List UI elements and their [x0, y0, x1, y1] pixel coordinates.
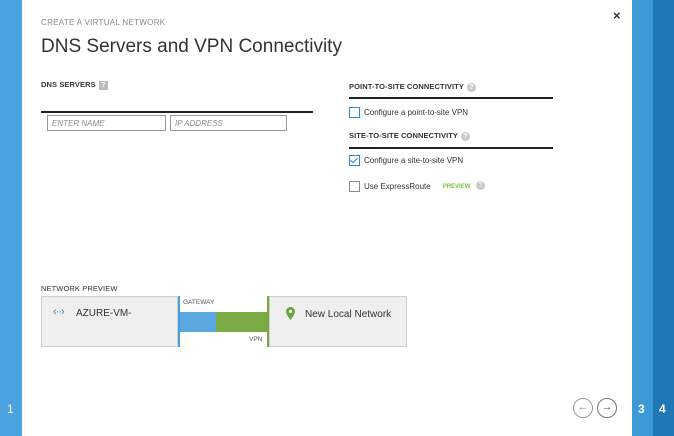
- wizard-left-rail: 1: [0, 0, 22, 436]
- dns-ip-input[interactable]: [170, 115, 287, 131]
- help-icon[interactable]: ?: [461, 131, 471, 141]
- s2s-option[interactable]: Configure a site-to-site VPN: [349, 155, 463, 166]
- dns-divider: [41, 111, 313, 113]
- wizard-step-3-rail[interactable]: 3: [632, 0, 653, 436]
- help-icon[interactable]: ?: [466, 82, 476, 92]
- expressroute-checkbox[interactable]: [349, 181, 360, 192]
- wizard-label: CREATE A VIRTUAL NETWORK: [41, 18, 166, 27]
- help-icon[interactable]: ?: [476, 181, 485, 190]
- p2s-divider: [349, 97, 553, 99]
- network-preview-heading: NETWORK PREVIEW: [41, 284, 118, 293]
- dns-servers-heading: DNS SERVERS?: [41, 80, 108, 90]
- preview-badge: PREVIEW: [442, 183, 471, 190]
- help-icon[interactable]: ?: [98, 80, 108, 90]
- vnet-preview-box: ‹··› AZURE-VM-: [41, 296, 178, 347]
- s2s-heading-label: SITE-TO-SITE CONNECTIVITY: [349, 131, 459, 140]
- p2s-heading-label: POINT-TO-SITE CONNECTIVITY: [349, 82, 464, 91]
- dns-servers-label: DNS SERVERS: [41, 80, 96, 89]
- next-arrow-icon[interactable]: →: [597, 398, 617, 418]
- gateway-bars: [180, 312, 267, 332]
- close-icon[interactable]: ×: [613, 8, 621, 23]
- vpn-label: VPN: [249, 336, 263, 343]
- vnet-name: AZURE-VM-: [76, 308, 132, 319]
- s2s-divider: [349, 147, 553, 149]
- local-network-name: New Local Network: [305, 309, 392, 320]
- location-pin-icon: [286, 307, 295, 320]
- back-arrow-icon[interactable]: ←: [573, 398, 593, 418]
- virtual-network-icon: ‹··›: [53, 306, 65, 318]
- dns-name-input[interactable]: [47, 115, 166, 131]
- step-4-indicator[interactable]: 4: [659, 402, 666, 416]
- s2s-heading: SITE-TO-SITE CONNECTIVITY?: [349, 131, 471, 141]
- gateway-bar-blue-lower: [180, 324, 216, 332]
- step-1-indicator[interactable]: 1: [7, 402, 14, 416]
- gateway-connection: GATEWAY VPN: [178, 296, 269, 347]
- p2s-option[interactable]: Configure a point-to-site VPN: [349, 107, 468, 118]
- gateway-bar-green: [216, 312, 267, 332]
- s2s-checkbox[interactable]: [349, 155, 360, 166]
- wizard-step-4-rail[interactable]: 4: [653, 0, 674, 436]
- s2s-option-label: Configure a site-to-site VPN: [364, 156, 464, 165]
- local-network-preview-box: New Local Network: [269, 296, 407, 347]
- p2s-option-label: Configure a point-to-site VPN: [364, 108, 469, 117]
- gateway-label: GATEWAY: [183, 299, 215, 306]
- expressroute-label: Use ExpressRoute: [364, 182, 431, 191]
- p2s-checkbox[interactable]: [349, 107, 360, 118]
- expressroute-option[interactable]: Use ExpressRoute PREVIEW: [349, 181, 470, 192]
- page-title: DNS Servers and VPN Connectivity: [41, 36, 342, 57]
- gateway-right-line: [267, 296, 269, 347]
- p2s-heading: POINT-TO-SITE CONNECTIVITY?: [349, 82, 476, 92]
- step-3-indicator[interactable]: 3: [638, 402, 645, 416]
- gateway-left-line: [178, 296, 180, 347]
